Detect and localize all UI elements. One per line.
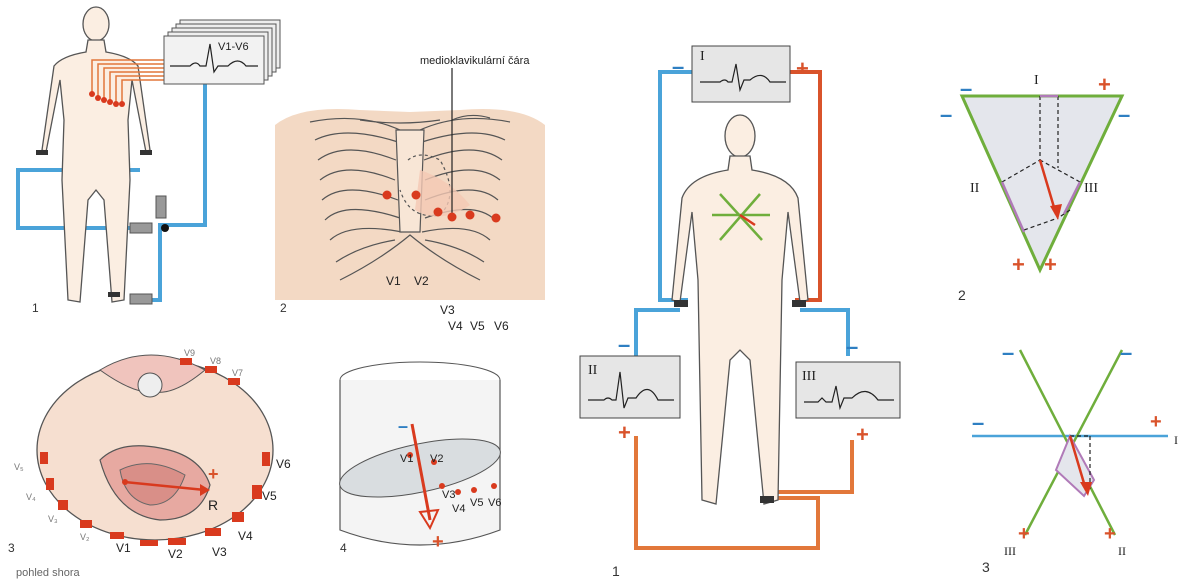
p3-lead-v2: V2 [168,547,183,561]
p3-lead-v4: V4 [238,529,253,543]
lead-ii-plus: + [618,420,631,445]
lead-i-plus: + [796,56,809,81]
lead-label-v1: V1 [386,274,401,288]
tri-lead-ii: II [970,181,980,196]
lead-label-v4: V4 [448,319,463,333]
connector [156,196,166,218]
lead-label-v5r: V₅ [14,462,24,472]
axes-lead-ii: II [1118,544,1126,558]
p4-lead-v4: V4 [452,503,465,515]
axes-minus-3: – [972,410,984,435]
tri-minus-2: – [940,102,952,127]
vector-label-r: R [208,497,218,513]
p4-lead-v1: V1 [400,453,413,465]
lead-ii-minus: – [618,332,630,357]
midclavicular-label: medioklavikulární čára [420,55,530,67]
tri-minus-1: – [960,76,972,101]
monitor-label: V1-V6 [218,41,249,53]
tri-lead-i: I [1034,73,1039,88]
tri-plus-3: + [1044,252,1057,277]
lead-label-v3r: V₃ [48,514,58,524]
panel-1-number: 1 [32,301,39,315]
p4-plus: + [432,531,444,553]
einthoven-number: 1 [612,563,620,579]
panel-2-number: 2 [280,301,287,315]
p4-lead-v6: V6 [488,497,501,509]
axes-number: 3 [982,559,990,575]
einthoven-body [672,115,808,504]
monitor-iii-label: III [802,369,816,384]
p4-lead-v2: V2 [430,453,443,465]
body-outline [42,7,150,302]
panel-2-chest: medioklavikulární čára V1 V2 V3 V4 V5 V6… [275,55,545,333]
axes-minus-2: – [1120,340,1132,365]
plus-sign: + [208,464,219,484]
axes-plus-2: + [1018,523,1030,545]
axes-minus-1: – [1002,340,1014,365]
lead-label-v5: V5 [470,319,485,333]
triangle-number: 2 [958,287,966,303]
axes-plus-1: + [1150,411,1162,433]
einthoven-figure: I – + II – + III – + 1 [580,46,900,579]
panel-4-number: 4 [340,541,347,555]
triaxial-reference: I III II – – – + + + 3 [972,340,1178,575]
p3-lead-v8: V8 [210,356,221,366]
panel-1-limb-precordial: V1-V6 1 [18,7,280,315]
lead-i-minus: – [672,54,684,79]
tri-lead-iii: III [1084,181,1098,196]
tri-plus-2: + [1012,252,1025,277]
p3-lead-v3: V3 [212,545,227,559]
p3-lead-v6: V6 [276,457,291,471]
p3-lead-v5: V5 [262,489,277,503]
lead-label-v4r: V₄ [26,492,36,502]
tri-minus-3: – [1118,102,1130,127]
tri-plus-1: + [1098,72,1111,97]
p4-lead-v3: V3 [442,489,455,501]
lead-label-v2r: V₂ [80,532,90,542]
lead-iii-minus: – [846,334,858,359]
wrist-electrode-right [36,150,48,155]
p4-lead-v5: V5 [470,497,483,509]
axes-lead-iii: III [1004,544,1016,558]
lead-label-v6: V6 [494,319,509,333]
p3-lead-v9: V9 [184,348,195,358]
axes-lead-i: I [1174,433,1178,447]
panel-3-number: 3 [8,541,15,555]
wrist-electrode-left [140,150,152,155]
p4-minus: – [398,416,408,436]
panel-3-cross-section: + R V₅ V₄ V₃ V₂ V1 V2 V3 V4 V5 V6 V7 V8 … [8,348,291,579]
lead-label-v3: V3 [440,303,455,317]
p3-lead-v1: V1 [116,541,131,555]
monitor-i-label: I [700,49,705,64]
monitor-lead-i [692,46,790,102]
lead-iii-plus: + [856,422,869,447]
v1-v6-monitor: V1-V6 [164,20,280,84]
lead-label-v2: V2 [414,274,429,288]
panel-4-cylinder: – + V1 V2 V3 V4 V5 V6 4 [335,362,505,555]
axes-plus-3: + [1104,523,1116,545]
monitor-ii-label: II [588,363,598,378]
einthoven-triangle: I II III – – – + + + 2 [940,72,1130,303]
p3-lead-v7: V7 [232,368,243,378]
panel-3-caption: pohled shora [16,567,80,579]
